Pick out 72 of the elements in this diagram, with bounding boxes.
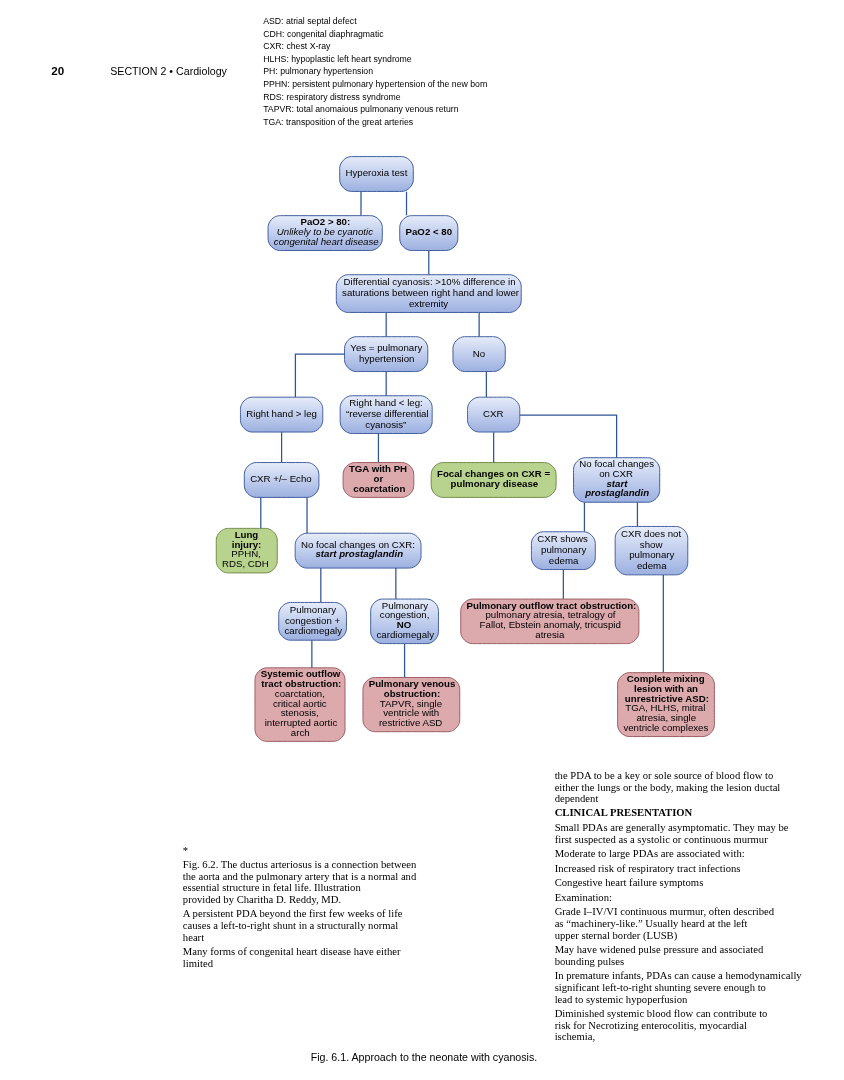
connector — [562, 568, 564, 600]
caption: Fig. 6.1. Approach to the neonate with cyanosis. — [310, 1050, 538, 1063]
label: Diminished systemic blood flow can contribute to risk for Necrotizing enterocolitis, myocardial ischemia, — [554, 1008, 768, 1043]
node-box: Hyperoxia test — [339, 156, 414, 192]
node-box: Complete mixing lesion with an unrestrictive ASD: TGA, HLHS, mitral atresia, single ventricle complexes — [617, 672, 715, 738]
node-box: Pulmonary congestion + cardiomegaly — [278, 601, 347, 641]
connector — [306, 496, 308, 534]
label: ASD: atrial septal defect — [263, 16, 357, 27]
connector — [428, 249, 430, 276]
node-box: Lung injury: PPHN, RDS, CDH — [215, 527, 278, 574]
label: Small PDAs are generally asymptomatic. They may be first suspected as a systolic or continuous murmur — [554, 822, 789, 845]
connector — [385, 312, 387, 338]
node-box: CXR shows pulmonary edema — [530, 531, 596, 570]
node-box: No focal changes on CXR: start prostaglandin — [294, 532, 422, 569]
node-box: Differential cyanosis: >10% difference in saturations between right hand and lower extremity — [335, 274, 522, 313]
connector — [395, 567, 397, 600]
connector — [403, 643, 406, 679]
connector — [519, 414, 618, 459]
label: TAPVR: total anomaious pulmonany venous return — [263, 104, 459, 115]
label: Congestive heart failure symptoms — [554, 877, 704, 889]
label: the PDA to be a key or sole source of blood flow to either the lungs or the body, making the lesion ductal dependent — [554, 769, 781, 805]
node-box: Yes = pulmonary hypertension — [344, 336, 429, 372]
label: CXR: chest X-ray — [263, 41, 331, 52]
node-box: Right hand < leg: “reverse differential cyanosis” — [339, 395, 433, 434]
node-box: No — [452, 336, 506, 372]
connector — [385, 371, 387, 397]
label: TGA: transposition of the great arteries — [263, 116, 414, 127]
label: Examination: — [554, 891, 612, 903]
connector — [311, 639, 313, 669]
connector — [636, 501, 639, 527]
node-box: PaO2 < 80 — [399, 215, 459, 251]
label: PH: pulmonary hypertension — [263, 66, 374, 77]
node-box: CXR does not show pulmonary edema — [614, 525, 689, 576]
connector — [281, 431, 283, 464]
node-box: PaO2 > 80: Unlikely to be cyanotic congenital heart disease — [267, 215, 383, 251]
node-box: Pulmonary outflow tract obstruction: pulmonary atresia, tetralogy of Fallot, Ebstein anomaly, tricuspid atresia — [460, 598, 640, 645]
connector — [294, 353, 346, 398]
label: Fig. 6.2. The ductus arteriosus is a connection between the aorta and the pulmonary artery that is a normal and essential structure in fetal life. Illustration provided by Charitha D. Reddy, MD. — [182, 859, 417, 905]
connector — [478, 312, 480, 338]
node-box: CXR — [467, 396, 521, 433]
connector — [360, 191, 362, 216]
label: May have widened pulse pressure and associated bounding pulses — [554, 944, 764, 967]
label: PPHN: persistent pulmonary hypertension of the new born — [263, 79, 488, 90]
node-box: Pulmonary congestion, NO cardiomegaly — [370, 598, 439, 645]
connector — [405, 191, 408, 216]
label: SECTION 2 • Cardiology — [110, 65, 227, 78]
label: A persistent PDA beyond the first few weeks of life causes a left-to-right shunt in a structurally normal heart — [182, 908, 403, 943]
label: CDH: congenital diaphragmatic — [263, 28, 384, 39]
connector — [320, 567, 322, 603]
label: Many forms of congenital heart disease have either limited — [182, 946, 401, 969]
node-box: CXR +/– Echo — [243, 462, 320, 498]
label: Grade I–IV/VI continuous murmur, often described as “machinery-like.” Usually heard at the left upper sternal border (LUSB) — [554, 906, 775, 941]
label: HLHS: hypoplastic left heart syndrome — [263, 53, 412, 64]
connector — [485, 371, 487, 398]
node-box: No focal changes on CXR start prostaglandin — [573, 457, 661, 503]
node-box: Right hand > leg — [239, 396, 324, 433]
label: RDS: respiratory distress syndrome — [263, 91, 401, 102]
node-box: TGA with PH or coarctation — [342, 462, 415, 498]
connector — [260, 496, 262, 529]
node-box: Systemic outflow tract obstruction: coarctation, critical aortic stenosis, interrupted aortic arch — [254, 667, 346, 742]
label: Increased risk of respiratory tract infections — [554, 862, 741, 874]
node-box: Focal changes on CXR = pulmonary disease — [430, 462, 557, 498]
node-box: Pulmonary venous obstruction: TAPVR, single ventricle with restrictive ASD — [362, 677, 461, 733]
connector — [662, 574, 664, 674]
label: CLINICAL PRESENTATION — [554, 806, 693, 818]
connector — [493, 431, 495, 464]
label: * — [182, 844, 189, 856]
label: In premature infants, PDAs can cause a hemodynamically significant left-to-right shunting severe enough to lead to systemic hypoperfusion — [554, 970, 802, 1005]
connector — [583, 501, 586, 533]
label: Moderate to large PDAs are associated with: — [554, 848, 745, 860]
label: 20 — [51, 63, 65, 77]
connector — [377, 432, 380, 463]
